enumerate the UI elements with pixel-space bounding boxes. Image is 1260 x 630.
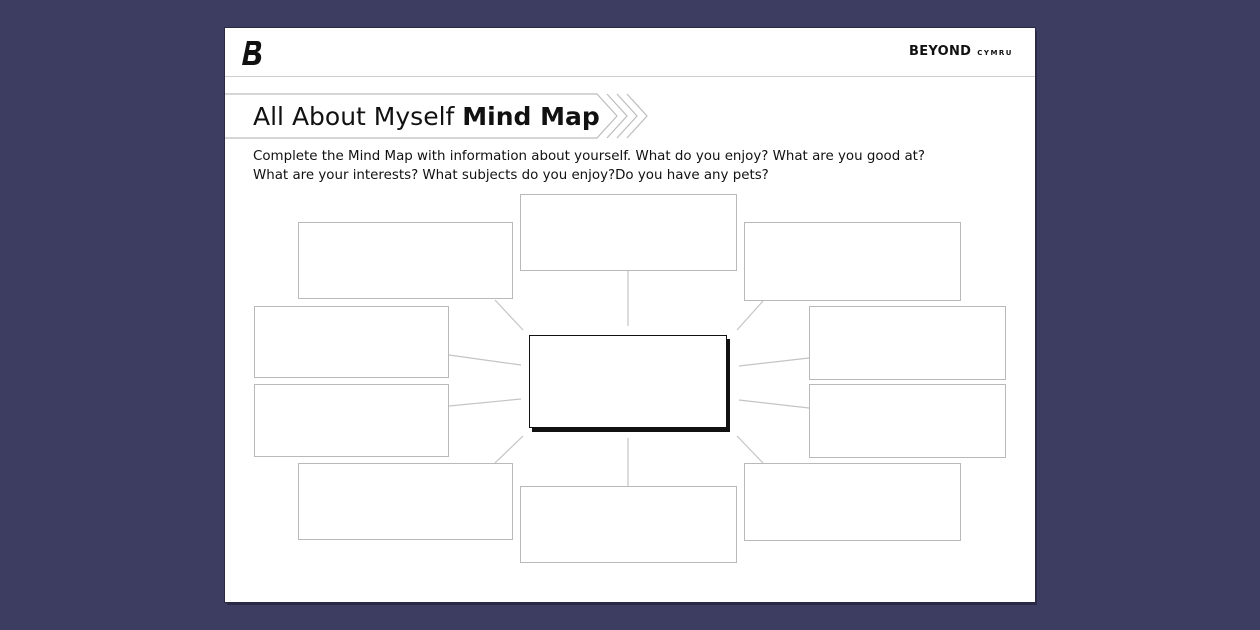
worksheet-page: BEYOND CYMRU All About Myself Mind Map C… (225, 28, 1035, 602)
mind-map-box-bottom-right[interactable] (744, 463, 961, 541)
page-title: All About Myself Mind Map (253, 102, 600, 131)
mind-map-box-right-lower[interactable] (809, 384, 1006, 458)
mind-map-center-box[interactable] (529, 335, 727, 428)
mind-map-box-top-right[interactable] (744, 222, 961, 301)
instructions-line-2: What are your interests? What subjects d… (253, 168, 769, 183)
connector-lines (448, 271, 810, 486)
title-banner-arrows (225, 93, 648, 139)
instructions: Complete the Mind Map with information a… (253, 147, 1013, 185)
mind-map-box-bottom-left[interactable] (298, 463, 513, 540)
brand-name: BEYOND (908, 44, 972, 59)
mind-map-box-top-left[interactable] (298, 222, 513, 299)
brand-wordmark: BEYOND CYMRU (909, 44, 1013, 59)
mind-map-box-top[interactable] (520, 194, 737, 271)
mind-map-box-left-upper[interactable] (254, 306, 449, 378)
mind-map-box-left-lower[interactable] (254, 384, 449, 457)
mind-map-box-bottom[interactable] (520, 486, 737, 563)
mind-map-box-right-upper[interactable] (809, 306, 1006, 380)
beyond-logo-icon (242, 41, 262, 65)
brand-subtitle: CYMRU (977, 49, 1013, 57)
instructions-line-1: Complete the Mind Map with information a… (253, 149, 926, 164)
title-light: All About Myself (253, 102, 455, 131)
title-bold: Mind Map (462, 102, 600, 131)
header-divider (225, 76, 1035, 77)
